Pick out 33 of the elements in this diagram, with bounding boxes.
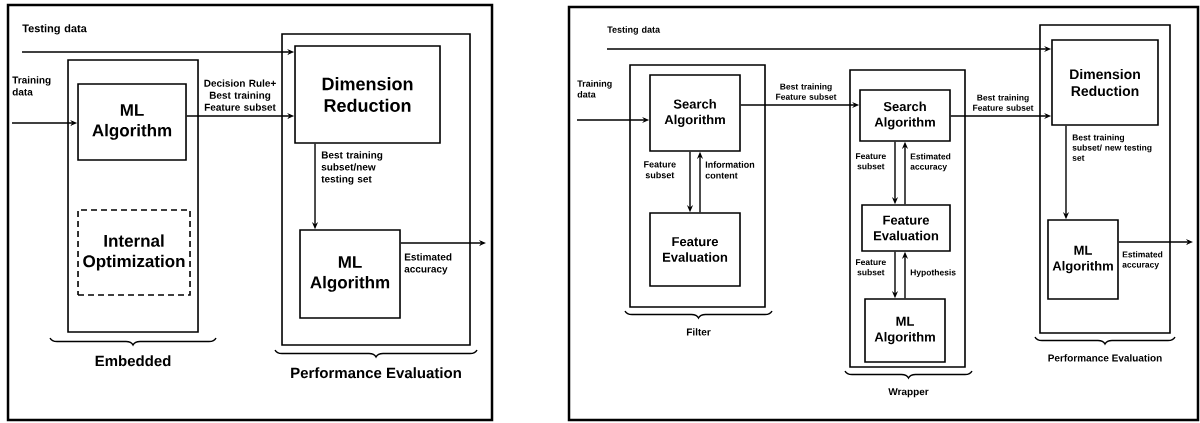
process-box: ML Algorithm [1047,219,1119,300]
input-label: Testing data [607,26,661,35]
process-box: Search Algorithm [859,89,951,142]
process-box: ML Algorithm [299,229,401,319]
process-box: ML Algorithm [77,83,187,161]
edge-label: Estimated accuracy [910,153,951,172]
process-box: Feature Evaluation [649,212,741,287]
process-box: Dimension Reduction [294,45,441,144]
edge-label: Feature subset [644,161,676,179]
edge-label: Decision Rule+ Best training Feature subset [204,79,276,111]
input-label: Training data [577,80,612,98]
input-label: Testing data [22,24,87,35]
edge-label: Best training subset/new testing set [321,151,383,185]
input-label: Training data [12,76,51,96]
group-label: Embedded [95,355,171,367]
process-box: Feature Evaluation [861,204,951,252]
edge-label: Best training subset/ new testing set [1072,134,1152,161]
process-box: Search Algorithm [649,74,741,152]
edge-label: Estimated accuracy [1122,251,1163,270]
edge-label: Feature subset [856,259,886,276]
edge-label: Hypothesis [910,269,956,278]
dashed-box: Internal Optimization [77,209,191,296]
process-box: ML Algorithm [864,298,946,363]
group-label: Wrapper [888,388,929,398]
edge-label: Estimated accuracy [404,253,452,275]
edge-label: Best training Feature subset [776,83,837,100]
process-box: Dimension Reduction [1051,39,1159,126]
edge-label: Best training Feature subset [973,94,1034,111]
group-label: Performance Evaluation [291,367,461,379]
group-label: Filter [686,328,711,336]
edge-label: Information content [705,161,755,179]
edge-label: Feature subset [856,153,886,170]
group-label: Performance Evaluation [1048,354,1162,362]
